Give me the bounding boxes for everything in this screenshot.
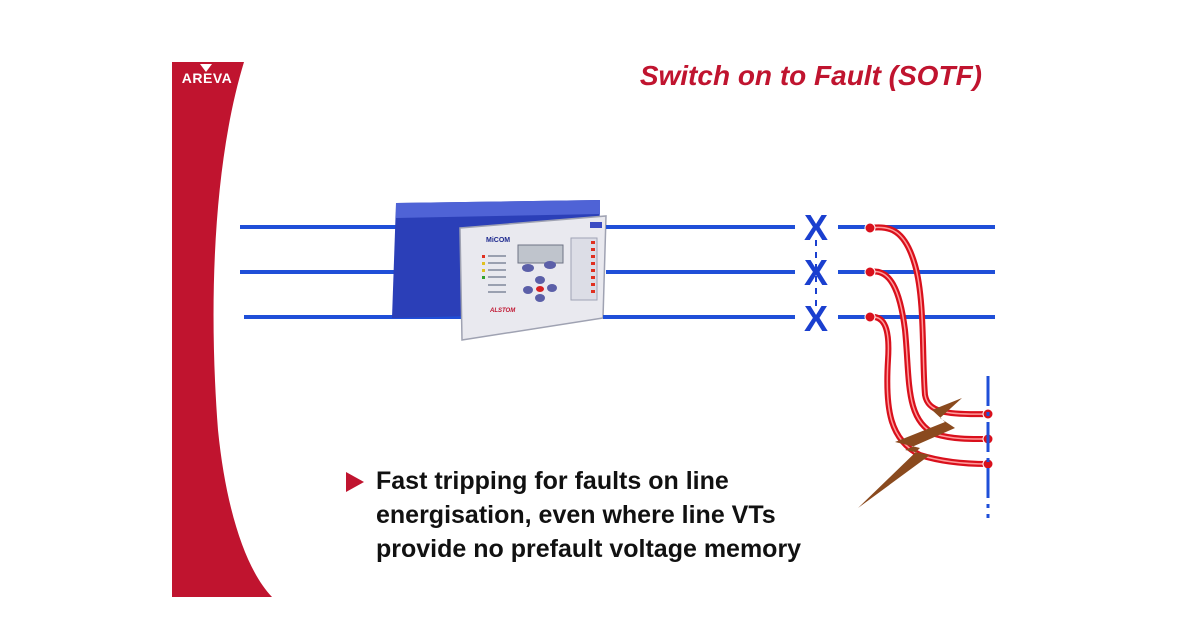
brand-banner [172,62,272,597]
bullet-item: Fast tripping for faults on line energis… [346,464,866,566]
breaker-phase-c: X [804,298,828,339]
slide-title: Switch on to Fault (SOTF) [639,60,982,91]
bullet-line: Fast tripping for faults on line [376,467,729,495]
relay-maker-label: ALSTOM [489,308,516,314]
micom-relay: MiCOM ALSTOM [392,200,607,341]
relay-rear-tab [590,222,602,228]
breaker-phase-a: X [804,207,828,248]
relay-led-grid [570,237,598,301]
bullet-line: provide no prefault voltage memory [376,535,802,563]
busbar-right [603,225,995,319]
areva-logo: AREVA [181,70,233,86]
relay-keypad [522,261,557,302]
clamp-points [864,222,994,470]
relay-led-column [482,255,506,293]
relay-lcd-screen [517,244,564,264]
bullet-line: energisation, even where line VTs [376,501,776,529]
areva-logo-mark [200,64,212,72]
bullet-arrow-icon [346,472,364,492]
bullet-text: Fast tripping for faults on line energis… [376,464,801,566]
breaker-phase-b: X [804,252,828,293]
relay-brand-label: MiCOM [486,237,510,244]
